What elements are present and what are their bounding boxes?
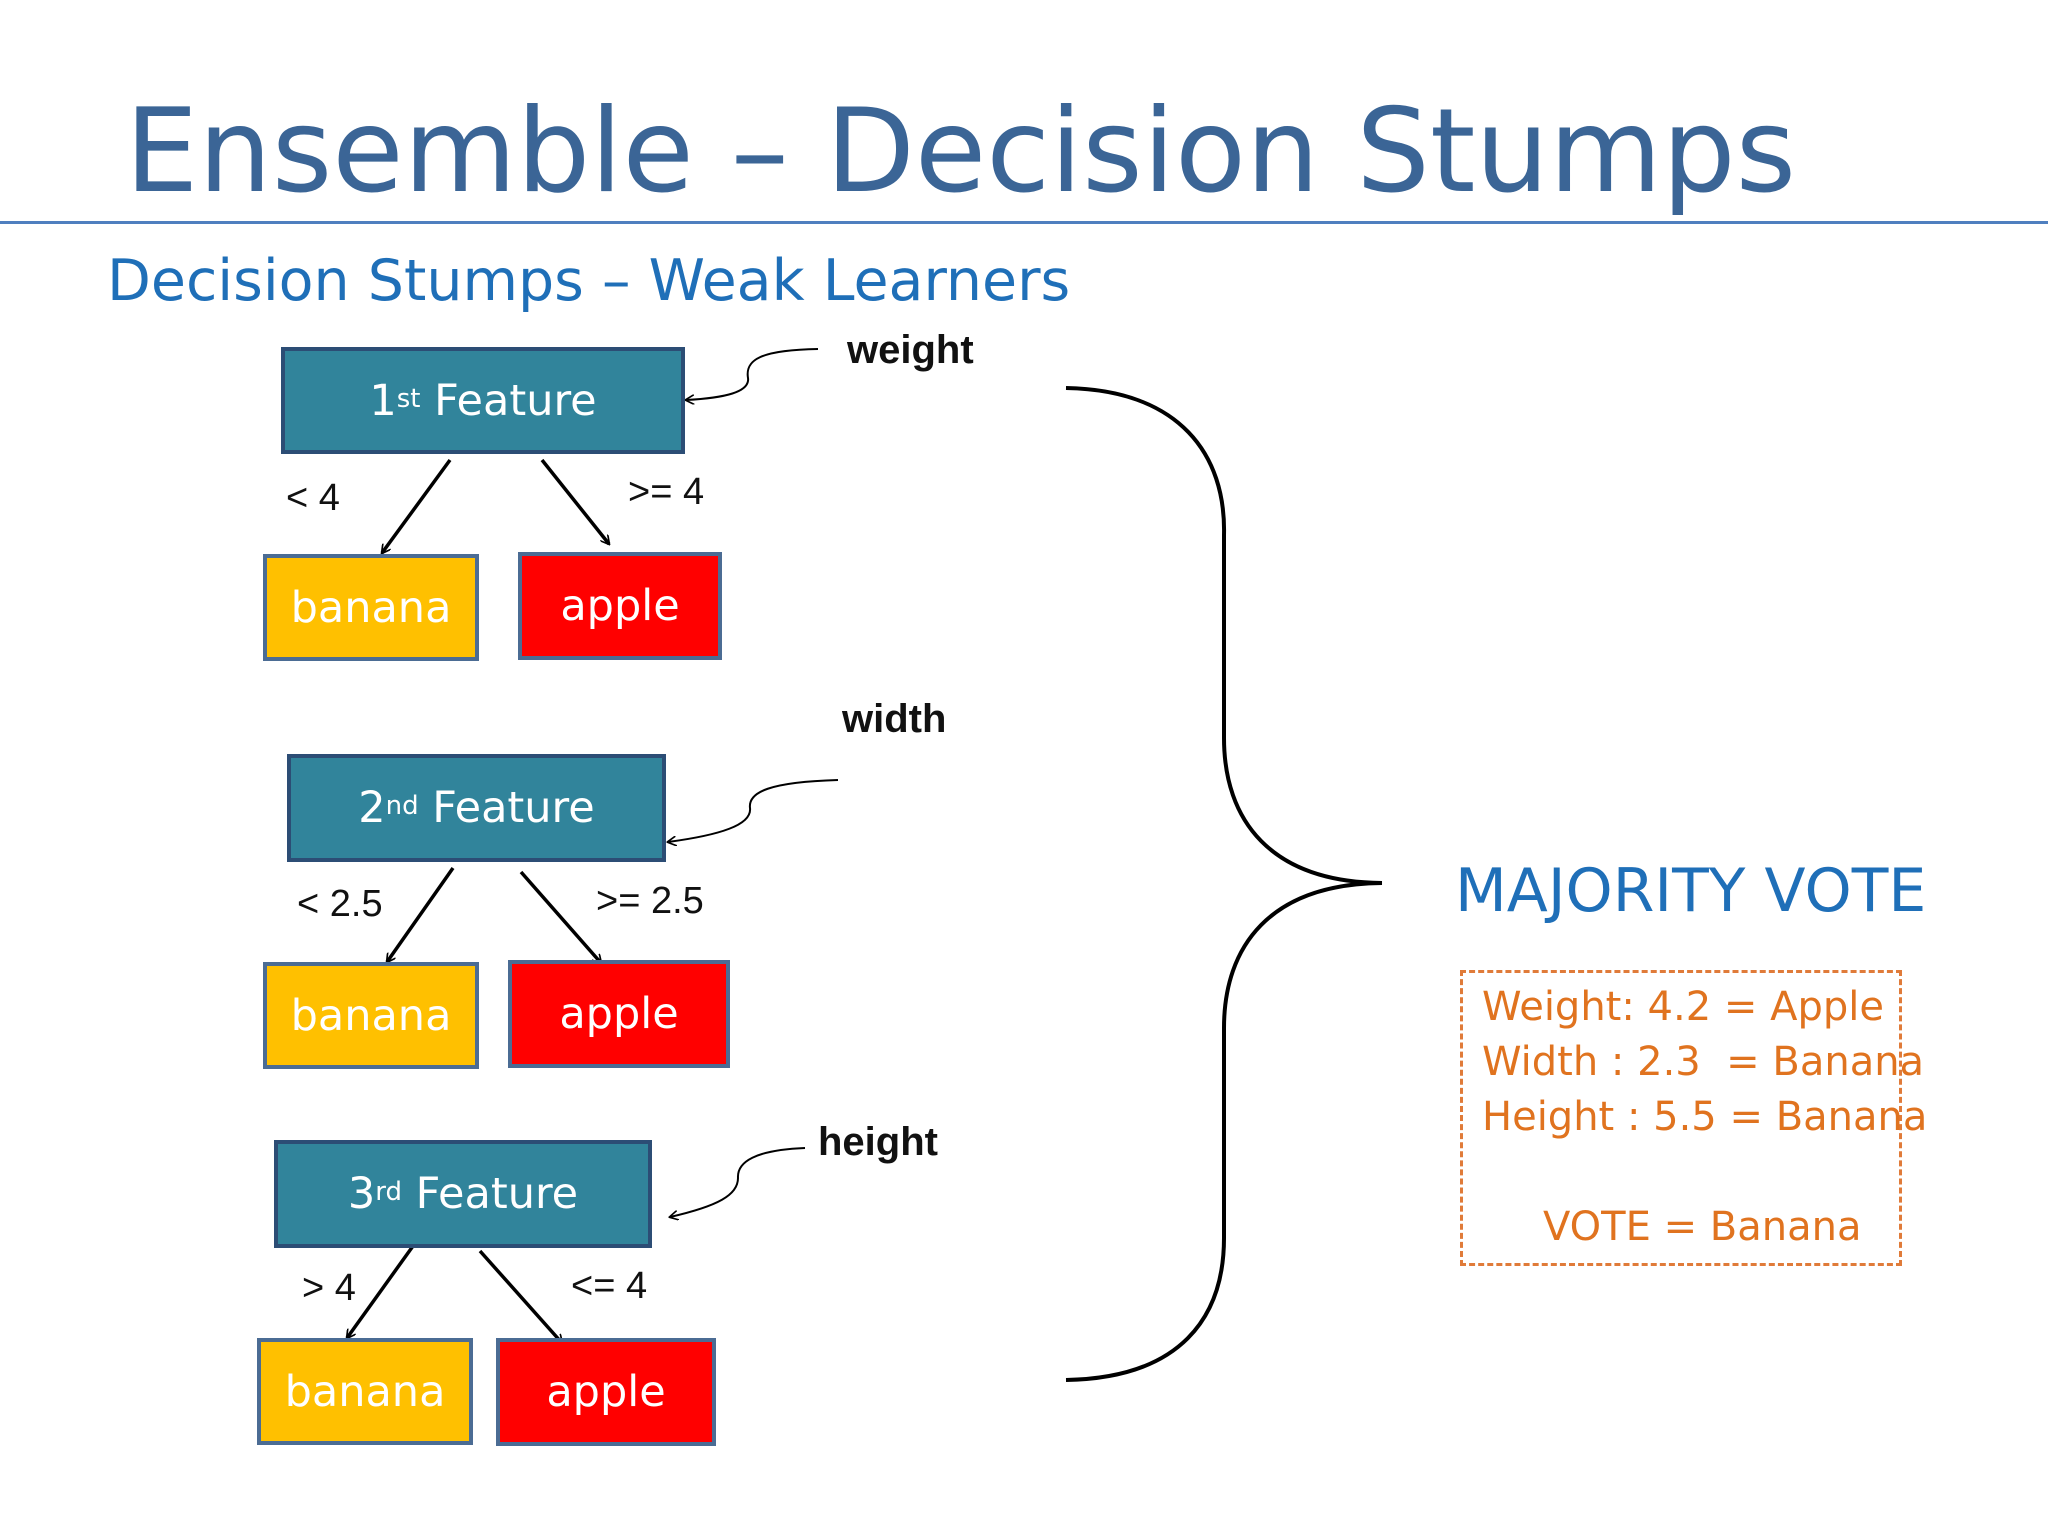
majority-brace [1065,386,1383,1382]
feature-num: 1 [369,375,397,426]
leaf-banana: banana [257,1338,473,1445]
majority-vote-title: MAJORITY VOTE [1455,856,1927,926]
feature-word: Feature [432,783,595,833]
pointer-width [668,779,839,842]
majority-vote-box [1460,970,1902,1266]
leaf-banana: banana [263,962,479,1069]
condition-right: >= 4 [628,471,705,513]
leaf-apple: apple [496,1338,716,1446]
feature-num: 2 [358,783,386,833]
edge-3-right [478,1249,562,1343]
feature-ordinal: nd [385,791,419,821]
pointer-weight [686,348,819,400]
feature-name-weight: weight [847,328,974,372]
edge-3-left [347,1244,415,1338]
feature-word: Feature [415,1169,579,1219]
vote-line-weight: Weight: 4.2 = Apple [1482,984,1884,1030]
edge-1-left [382,458,452,553]
feature-num: 3 [347,1169,376,1219]
condition-left: < 4 [286,477,340,519]
title-divider [0,221,2048,224]
condition-left: < 2.5 [297,883,383,925]
edge-2-left [387,866,455,962]
edge-1-right [540,458,609,544]
feature-ordinal: rd [375,1177,402,1207]
feature-ordinal: st [396,383,421,414]
vote-line-height: Height : 5.5 = Banana [1482,1094,1928,1140]
slide-subtitle: Decision Stumps – Weak Learners [107,248,1071,314]
condition-right: <= 4 [571,1265,648,1307]
leaf-banana: banana [263,554,479,661]
vote-line-width: Width : 2.3 = Banana [1482,1039,1925,1085]
slide-title: Ensemble – Decision Stumps [125,84,1797,219]
condition-right: >= 2.5 [596,880,704,922]
leaf-apple: apple [508,960,730,1068]
feature-word: Feature [434,375,597,426]
edge-2-right [519,870,601,963]
feature-name-height: height [818,1120,938,1164]
feature-name-width: width [842,697,947,741]
vote-result: VOTE = Banana [1543,1204,1862,1250]
leaf-apple: apple [518,552,722,660]
pointer-height [670,1147,806,1217]
condition-left: > 4 [302,1267,356,1309]
